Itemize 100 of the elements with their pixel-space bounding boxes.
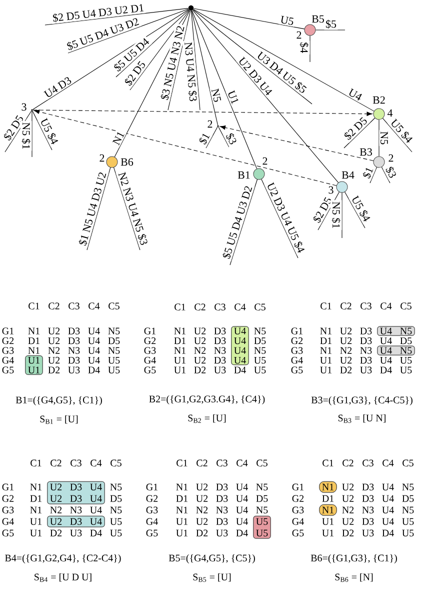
matrix-entry: N2 <box>196 506 208 514</box>
column-label: C1 <box>176 460 188 466</box>
branch-line <box>113 167 140 250</box>
column-label: C3 <box>360 302 372 310</box>
matrix-entry: D3 <box>362 495 374 502</box>
branch-line <box>261 178 298 258</box>
row-label: G2 <box>2 337 14 344</box>
branch-line <box>130 10 190 90</box>
row-label: G4 <box>146 518 158 525</box>
matrix-entry: U4 <box>380 337 392 344</box>
matrix-entry: U5 <box>402 530 414 536</box>
matrix-entry: U4 <box>382 484 394 490</box>
highlight-box: U2 D3 U4 U2 D3 U4 <box>47 481 105 504</box>
highlight-box: N1 <box>319 481 337 493</box>
column-label: C5 <box>256 460 268 466</box>
matrix-entry: U2 <box>340 328 352 334</box>
matrix-entry: D2 <box>194 366 206 374</box>
branch-line <box>68 8 189 54</box>
edge-label: $3 <box>223 130 240 148</box>
matrix-entry: N1 <box>176 506 188 514</box>
row-label: G4 <box>292 518 304 525</box>
matrix-entry: N1 <box>320 347 332 354</box>
row-label: G1 <box>291 328 303 334</box>
matrix-entry: D3 <box>216 484 228 490</box>
matrix-entry: D3 <box>360 356 372 364</box>
row-label: G3 <box>292 506 304 514</box>
formula: S$_{B1}$ = [U] <box>40 415 78 424</box>
column-label: C3 <box>214 304 226 310</box>
matrix-entry: U3 <box>214 366 226 374</box>
matrix-entry: U5 <box>400 357 412 364</box>
matrix-entry: U1 <box>30 518 42 525</box>
column-label: C4 <box>88 302 100 310</box>
matrix-entry: U4 <box>380 356 392 364</box>
matrix-entry: N2 <box>48 347 60 354</box>
matrix-entry: U4 <box>88 337 100 344</box>
matrix-entry: U1 <box>176 518 188 525</box>
row-label: G1 <box>146 484 158 490</box>
edge-label: U5 $4 <box>38 115 62 148</box>
row-label: G3 <box>146 506 158 514</box>
matrix-entry: N2 <box>342 506 354 514</box>
matrix-entry: U1 <box>174 356 186 364</box>
row-label: G4 <box>291 356 303 364</box>
column-label: C2 <box>194 304 206 310</box>
node-name: B6 <box>120 158 134 166</box>
branch-line <box>370 167 378 184</box>
matrix-entry: D3 <box>216 495 228 502</box>
matrix-entry: U4 <box>88 347 100 354</box>
matrix-entry: N5 <box>402 484 414 490</box>
column-label: C1 <box>322 460 334 466</box>
matrix-entry: N2 <box>50 506 62 514</box>
matrix-entry: D2 <box>342 530 354 536</box>
branch-line <box>86 167 111 250</box>
formula: S$_{B6}$ = [N] <box>335 573 373 582</box>
row-label: G3 <box>2 506 14 514</box>
matrix-entry: D3 <box>68 337 80 344</box>
leaf-count: 4 <box>387 109 393 117</box>
row-label: G1 <box>2 484 14 490</box>
row-label: G5 <box>2 366 14 374</box>
matrix-entry: U2 <box>196 518 208 525</box>
matrix-entry: D1 <box>320 337 332 344</box>
matrix-entry: U4 <box>236 484 248 490</box>
column-label: C3 <box>216 460 228 466</box>
matrix-entry: D2 <box>196 530 208 536</box>
matrix-entry: N1 <box>320 328 332 334</box>
matrix-entry: U4 <box>382 495 394 502</box>
row-label: G3 <box>2 347 14 354</box>
column-label: C5 <box>254 304 266 310</box>
formula: S$_{B4}$ = [U D U] <box>34 573 92 582</box>
column-label: C2 <box>48 302 60 310</box>
matrix-entry: D3 <box>68 356 80 364</box>
column-label: C2 <box>342 460 354 466</box>
branch-line <box>192 10 339 183</box>
row-label: G3 <box>291 347 303 354</box>
row-label: G4 <box>2 518 14 525</box>
highlight-box: U4 N5 <box>377 346 415 356</box>
edge-label: U1 <box>226 88 241 107</box>
matrix-entry: N5 <box>402 506 414 514</box>
matrix-entry: D5 <box>110 495 122 502</box>
matrix-entry: D3 <box>360 337 372 344</box>
branch-line <box>344 192 366 228</box>
matrix-entry: N3 <box>360 347 372 354</box>
matrix-entry: N3 <box>362 506 374 514</box>
edge-label: U2 D3 U4 U5 $4 <box>264 180 308 256</box>
matrix-entry: D1 <box>176 495 188 502</box>
matrix-entry: D1 <box>30 495 42 502</box>
dashed-arrow <box>220 126 374 162</box>
matrix-entry: N1 <box>30 506 42 514</box>
row-label: G1 <box>292 484 304 490</box>
matrix-entry: D2 <box>50 530 62 536</box>
matrix-entry: U1 <box>176 530 188 536</box>
highlight-box: U4 U4 U4 U4 <box>231 326 249 366</box>
edge-label: $2 D5 <box>340 114 370 143</box>
matrix-entry: U2 <box>196 484 208 490</box>
node-name: B2 <box>372 96 385 104</box>
edge-label: U4 <box>346 86 365 103</box>
row-label: G1 <box>2 328 14 334</box>
caption: B4=({G1,G2,G4}, {C2-C4}) <box>5 554 121 564</box>
matrix-entry: U4 <box>382 518 394 525</box>
matrix-entry: U2 <box>194 337 206 344</box>
matrix-entry: D3 <box>362 518 374 525</box>
